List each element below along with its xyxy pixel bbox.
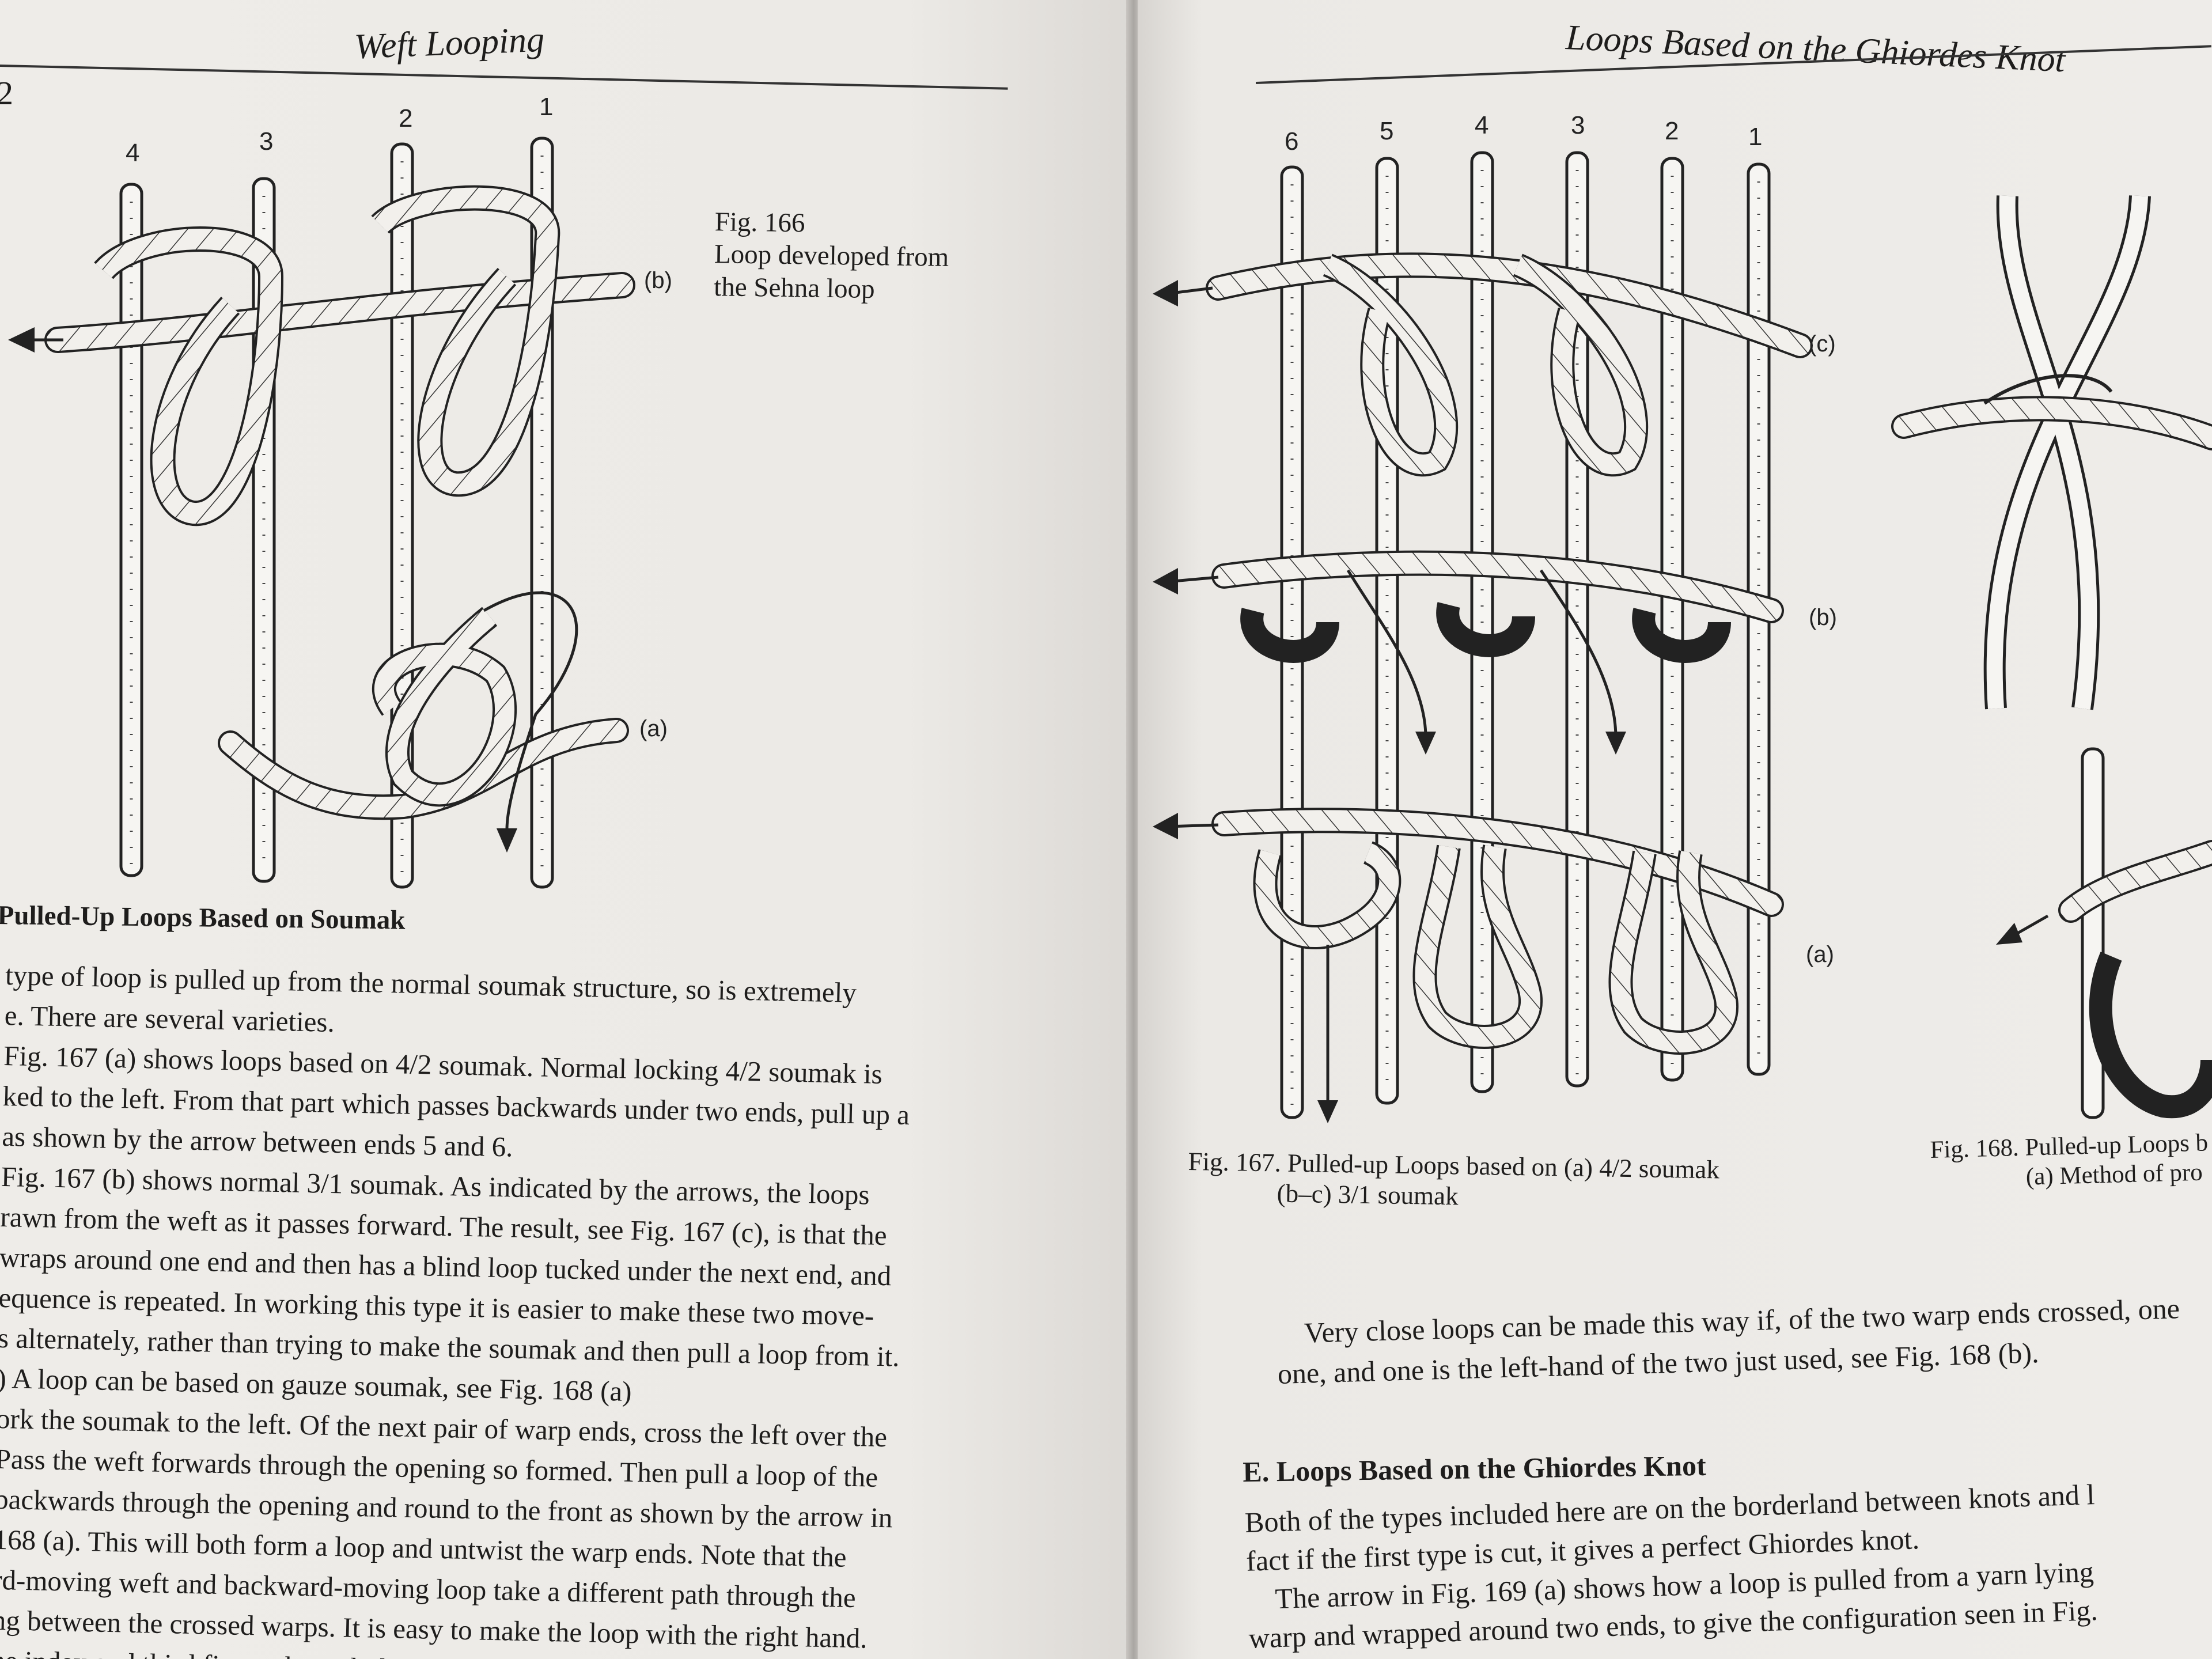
rope-row-a bbox=[1211, 808, 1784, 1106]
warp-number-2: 2 bbox=[399, 104, 412, 132]
label-a-167: (a) bbox=[1806, 942, 1834, 967]
left-page: 2 Weft Looping 4 3 2 1 bbox=[0, 0, 1130, 1659]
running-head-left: Weft Looping bbox=[353, 20, 546, 67]
warp-number-3: 3 bbox=[1571, 111, 1585, 139]
running-head-right: Loops Based on the Ghiordes Knot bbox=[1565, 17, 2066, 80]
figure-168-caption: Fig. 168. Pulled-up Loops b (a) Method o… bbox=[1930, 1129, 2209, 1191]
right-body-text: Both of the types included here are on t… bbox=[1244, 1478, 2099, 1654]
label-b: (b) bbox=[644, 268, 672, 293]
rope-weft-b bbox=[44, 185, 635, 527]
section-heading-soumak: Pulled-Up Loops Based on Soumak bbox=[0, 900, 406, 935]
rope-row-b bbox=[1211, 550, 1784, 738]
warp-number-2: 2 bbox=[1665, 117, 1679, 145]
left-body-text: type of loop is pulled up from the norma… bbox=[0, 959, 910, 1659]
label-b-167: (b) bbox=[1809, 605, 1837, 630]
figure-167-illustration: 6 5 4 3 2 1 bbox=[1153, 111, 1837, 1123]
label-a: (a) bbox=[639, 716, 668, 741]
warp-number-5: 5 bbox=[1380, 117, 1393, 145]
figure-166-caption: Fig. 166 Loop developed from the Sehna l… bbox=[713, 207, 949, 304]
warp-number-1: 1 bbox=[1748, 123, 1762, 151]
warp-number-4: 4 bbox=[126, 139, 139, 167]
right-intro-text: Very close loops can be made this way if… bbox=[1277, 1292, 2180, 1390]
figure-167-caption: Fig. 167. Pulled-up Loops based on (a) 4… bbox=[1188, 1146, 1720, 1211]
figure-168-illustration bbox=[1891, 195, 2212, 1119]
page-number: 2 bbox=[0, 74, 13, 112]
section-heading-ghiordes: E. Loops Based on the Ghiordes Knot bbox=[1243, 1449, 1707, 1488]
warp-number-4: 4 bbox=[1475, 111, 1488, 139]
rope-row-c bbox=[1206, 252, 1813, 477]
warp-number-6: 6 bbox=[1285, 127, 1298, 156]
warp-number-1: 1 bbox=[539, 93, 553, 121]
label-c: (c) bbox=[1809, 331, 1836, 357]
figure-166-illustration: 4 3 2 1 (b) bbox=[8, 93, 672, 889]
warp-number-3: 3 bbox=[259, 127, 273, 156]
rope-weft-a bbox=[218, 591, 629, 830]
right-page: Loops Based on the Ghiordes Knot 6 5 4 3… bbox=[1138, 0, 2212, 1659]
